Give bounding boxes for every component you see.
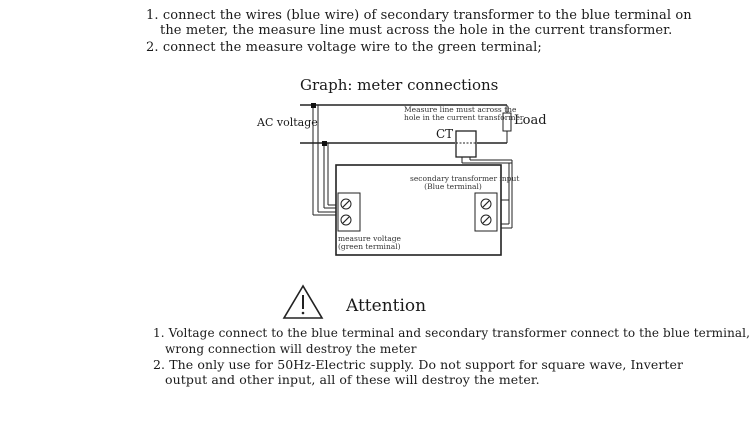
attention-note1-line2: wrong connection will destroy the meter	[165, 342, 417, 356]
diagram-title: Graph: meter connections	[300, 76, 499, 94]
secondary-input-note: secondary transformer input (Blue termin…	[410, 174, 520, 191]
secondary-input-line2: (Blue terminal)	[424, 182, 482, 191]
measure-voltage-line1: measure voltage	[338, 234, 401, 243]
load-label: Load	[514, 113, 547, 128]
instruction-step1-line1: 1. connect the wires (blue wire) of seco…	[146, 8, 692, 23]
measure-line-note-line2: hole in the current transformer	[404, 113, 524, 122]
measure-voltage-note: measure voltage (green terminal)	[338, 234, 401, 251]
attention-title: Attention	[346, 296, 427, 316]
warning-triangle-icon	[282, 284, 324, 319]
measure-voltage-line2: (green terminal)	[338, 242, 401, 251]
attention-note1-line1: 1. Voltage connect to the blue terminal …	[153, 326, 750, 340]
secondary-input-line1: secondary transformer input	[410, 174, 520, 183]
measure-line-note: Measure line must across the hole in the…	[404, 105, 524, 122]
measure-line-note-line1: Measure line must across the	[404, 105, 517, 114]
attention-note2-line1: 2. The only use for 50Hz-Electric supply…	[153, 357, 684, 372]
ct-label: CT	[436, 127, 454, 141]
instruction-step1-line2: the meter, the measure line must across …	[160, 23, 673, 38]
attention-note2-line2: output and other input, all of these wil…	[165, 372, 540, 387]
ac-voltage-label: AC voltage	[257, 116, 318, 129]
instruction-step2: 2. connect the measure voltage wire to t…	[146, 40, 542, 55]
